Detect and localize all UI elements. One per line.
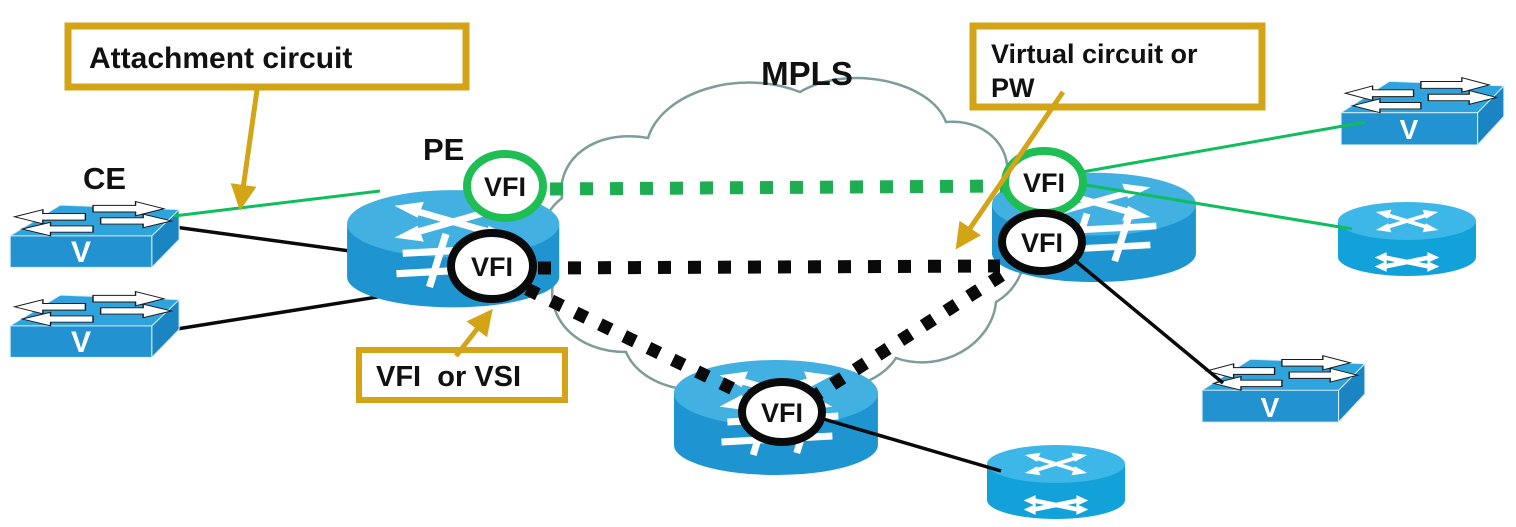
vfi-black-left: VFI [447,229,537,303]
mpls-label: MPLS [761,55,853,92]
switch-top-right [1340,77,1505,146]
router-bottom [987,445,1125,519]
vfi-black-bottom: VFI [738,378,826,446]
virtual-circuit-arrow [955,90,1066,250]
vfi-vsi-arrow [454,308,493,358]
vfi-label: VFI [484,172,526,202]
pseudowire-black-dashed-bottom-right [806,265,1012,405]
switch-bottom-right [1201,355,1366,423]
link-vfi-black-right-to-switch-bottom-right [1070,256,1225,385]
vfi-label: VFI [471,252,513,282]
pe-label: PE [423,132,464,167]
attachment-circuit-arrow [230,89,260,211]
router-right [1338,202,1476,276]
vfi-label: VFI [1021,228,1063,258]
mpls-cloud [539,76,1028,395]
virtual-circuit-callout: Virtual circuit or PW [969,22,1266,111]
virtual-circuit-label-line1: Virtual circuit or [991,39,1198,69]
switch-v-label: V [1400,114,1419,145]
vfi-green-right: VFI [1001,147,1087,217]
switch-v-label: V [71,326,91,359]
ce-label: CE [83,161,126,196]
vfi-green-left: VFI [463,150,547,222]
attachment-circuit-label: Attachment circuit [89,42,352,75]
attachment-circuit-line [173,189,381,218]
link-vfi-black-bottom-to-router-bottom [819,416,1002,473]
attachment-circuit-callout: Attachment circuit [64,22,470,91]
vfi-label: VFI [761,398,803,428]
vfi-vsi-callout: VFI or VSI [356,347,568,403]
vfi-black-right: VFI [998,209,1086,275]
virtual-circuit-label-line2: PW [991,73,1035,103]
switch-v-label: V [71,236,91,269]
link-vfi-green-right-to-router-right [1085,183,1353,231]
switch-v-label: V [1261,392,1280,423]
link-vfi-green-right-to-switch-top-right [1081,120,1367,174]
vfi-vsi-label: VFI or VSI [376,361,521,393]
vfi-label: VFI [1023,168,1065,198]
ce-switch-2 [9,291,180,358]
ce-switch-1 [9,201,180,268]
